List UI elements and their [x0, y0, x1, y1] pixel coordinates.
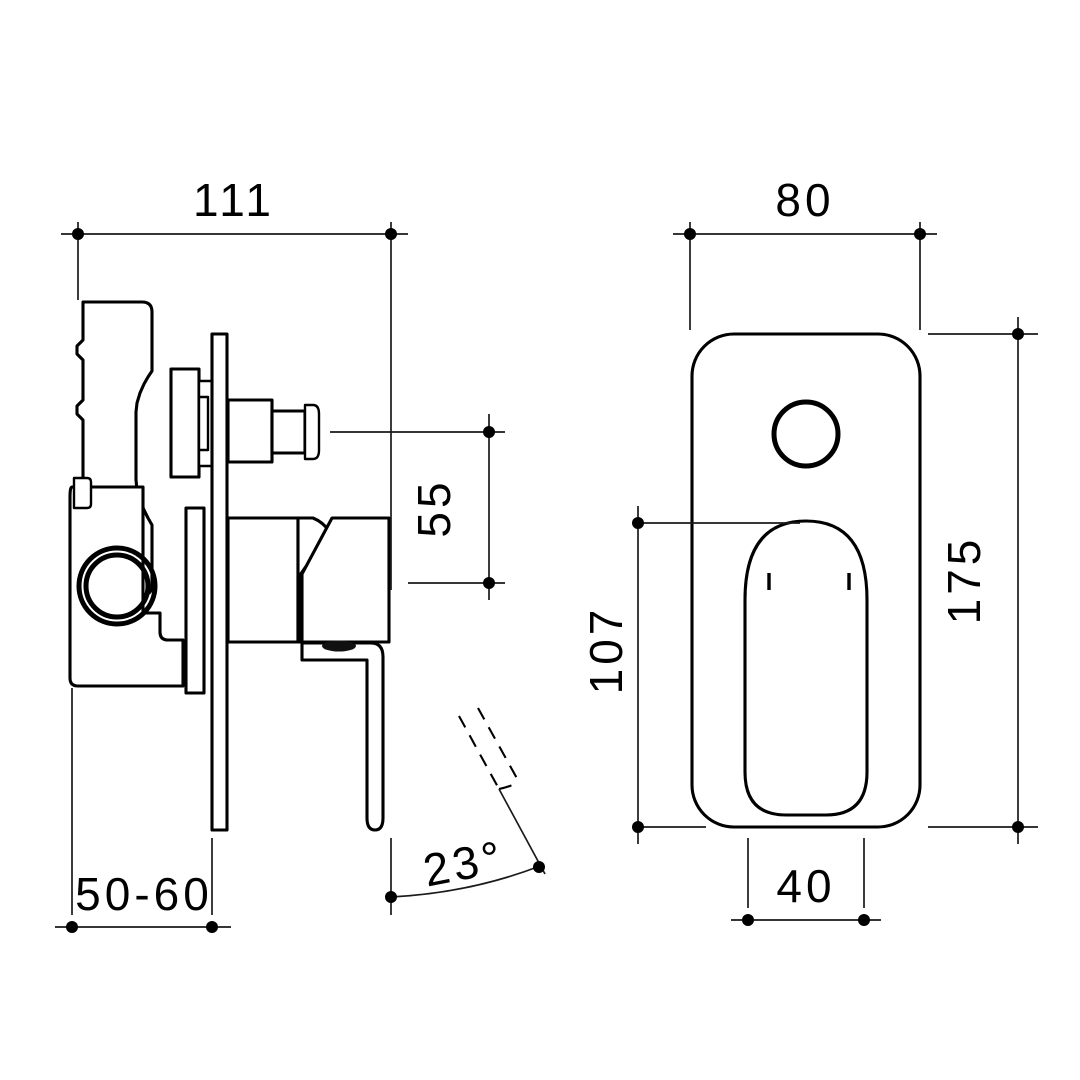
mixer-front-body [226, 516, 300, 644]
dimension-55: 55 [330, 414, 505, 600]
dimension-label-111: 111 [193, 174, 275, 226]
face-plate [690, 332, 922, 829]
diverter-button-ring [771, 399, 841, 469]
side-section-view [68, 300, 520, 832]
dimension-107: 107 [580, 506, 800, 844]
rear-mounting-plate [184, 506, 206, 695]
dimension-175: 175 [928, 317, 1038, 844]
outlet-port-ring [76, 545, 158, 627]
front-view [690, 332, 922, 829]
handle-hub [296, 516, 391, 644]
dimension-label-107: 107 [580, 606, 632, 695]
dimension-label-40: 40 [776, 860, 835, 912]
side-boss-detail [72, 476, 93, 510]
cartridge-bonnet-stack [169, 367, 215, 479]
wall-plate-flange [210, 332, 229, 832]
dimension-label-175: 175 [938, 536, 990, 625]
lever-detent-dimple [322, 640, 356, 652]
lever-phantom-rotated-position [458, 707, 520, 791]
dimension-label-55: 55 [408, 478, 460, 537]
concealed-valve-lower-block [68, 485, 185, 688]
dimension-80: 80 [673, 174, 937, 330]
dimension-50-60: 50-60 [55, 688, 231, 933]
dimension-40: 40 [731, 838, 881, 926]
dimension-label-23-degrees: 23° [419, 830, 509, 897]
dimension-label-80: 80 [775, 174, 834, 226]
lever-handle-front [743, 519, 869, 817]
dimension-label-50-60: 50-60 [75, 868, 213, 920]
dimension-23-degrees: 23° [385, 788, 546, 915]
lever-handle-blade [300, 641, 385, 832]
dimension-111: 111 [61, 174, 408, 590]
handle-grip-marks [767, 573, 851, 590]
diverter-spindle [226, 398, 321, 464]
